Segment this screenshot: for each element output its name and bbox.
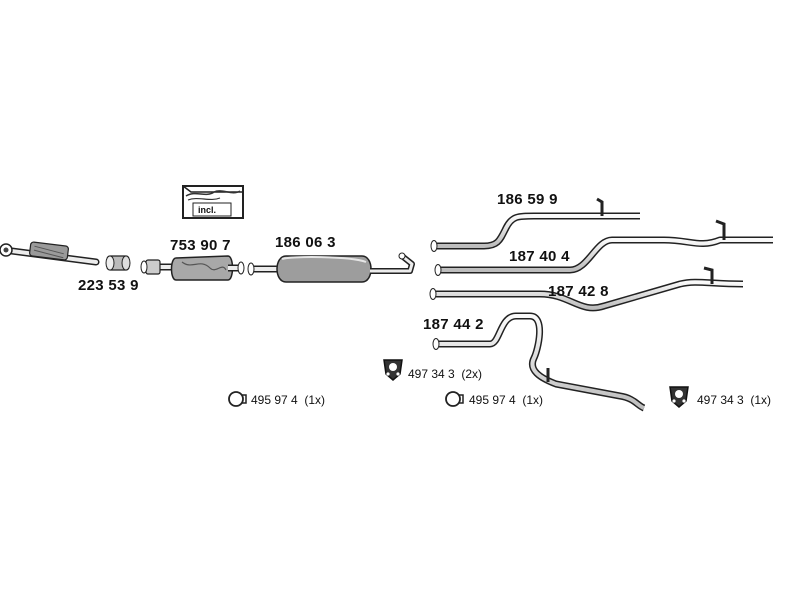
- accessory-quantity: (1x): [522, 393, 544, 407]
- kit-box-icon: [182, 185, 244, 219]
- part-label-tail-pipe-1: 186 59 9: [497, 191, 558, 208]
- kit-box-label: incl.: [198, 205, 217, 215]
- part-label-tail-pipe-3: 187 42 8: [548, 283, 609, 300]
- accessory-rubber-mount-a: 497 34 3 (2x): [408, 367, 482, 381]
- tail-pipe-186-59-9: [430, 197, 640, 252]
- part-label-catalytic-converter: 753 90 7: [170, 237, 231, 254]
- tail-pipe-187-42-8: [429, 266, 744, 312]
- ring-clamp-icon: [445, 391, 464, 407]
- accessory-rubber-mount-b: 497 34 3 (1x): [697, 393, 771, 407]
- part-label-tail-pipe-2: 187 40 4: [509, 248, 570, 265]
- tail-pipe-187-40-4: [434, 219, 773, 276]
- accessory-quantity: (2x): [461, 367, 483, 381]
- catalytic-converter: [140, 255, 245, 281]
- connector-clamp: [105, 255, 131, 271]
- ring-clamp-icon: [228, 391, 247, 407]
- accessory-quantity: (1x): [750, 393, 772, 407]
- accessory-ring-a: 495 97 4 (1x): [251, 393, 325, 407]
- part-label-center-muffler: 186 06 3: [275, 234, 336, 251]
- tail-pipe-187-44-2: [432, 312, 646, 412]
- accessory-ring-b: 495 97 4 (1x): [469, 393, 543, 407]
- accessory-part-number: 497 34 3: [697, 393, 744, 407]
- part-label-front-pipe: 223 53 9: [78, 277, 139, 294]
- part-label-tail-pipe-4: 187 44 2: [423, 316, 484, 333]
- center-muffler: [247, 252, 415, 283]
- rubber-mount-icon: [383, 359, 403, 381]
- accessory-part-number: 497 34 3: [408, 367, 455, 381]
- accessory-part-number: 495 97 4: [251, 393, 298, 407]
- rubber-mount-icon: [669, 386, 689, 408]
- front-pipe: [0, 241, 100, 266]
- accessory-part-number: 495 97 4: [469, 393, 516, 407]
- accessory-quantity: (1x): [304, 393, 326, 407]
